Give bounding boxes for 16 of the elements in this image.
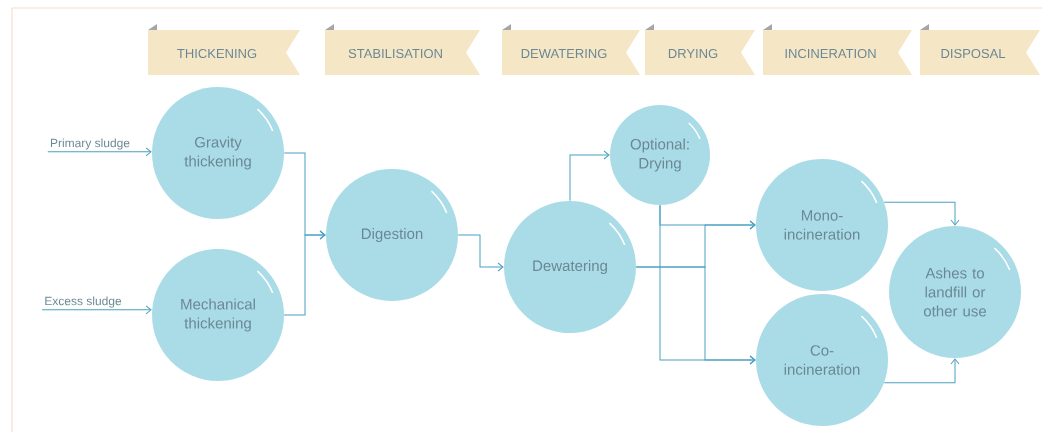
- stage-banner: DISPOSAL: [920, 24, 1040, 75]
- stage-banner: DEWATERING: [502, 24, 640, 75]
- arrow: [283, 230, 326, 316]
- arrow: [41, 305, 152, 315]
- arrow: [569, 150, 610, 202]
- stage-banner: STABILISATION: [325, 24, 480, 75]
- input-label: Primary sludge: [51, 138, 130, 150]
- arrow: [47, 147, 152, 157]
- stage-banner: THICKENING: [148, 24, 300, 75]
- stage-banner: DRYING: [645, 24, 755, 75]
- arrow: [883, 358, 960, 384]
- arrow: [457, 234, 504, 272]
- arrow: [883, 201, 960, 226]
- stage-banner: INCINERATION: [763, 24, 912, 75]
- arrow: [659, 204, 756, 365]
- input-label: Excess sludge: [45, 296, 122, 308]
